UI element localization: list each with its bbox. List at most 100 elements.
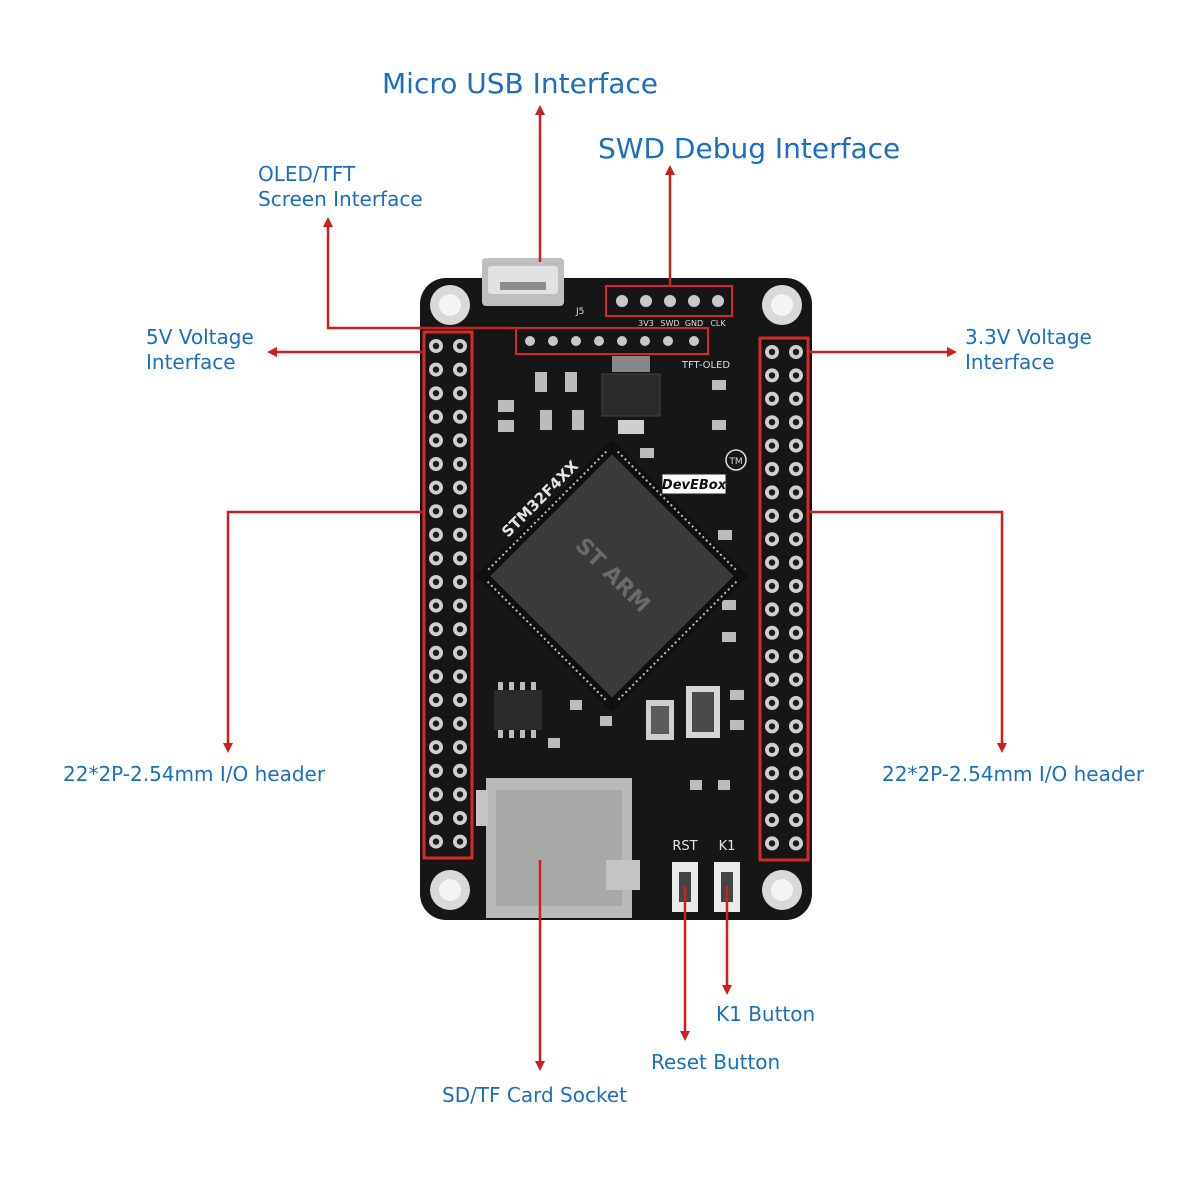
crystal-oscillators: [646, 686, 720, 740]
header-pin-hole: [456, 649, 464, 656]
header-pin-hole: [456, 720, 464, 727]
svg-text:CLK: CLK: [710, 319, 726, 328]
header-pin-hole: [456, 531, 464, 538]
arrow-io-left: [223, 510, 424, 753]
header-pin-hole: [792, 699, 800, 707]
header-pin-hole: [792, 816, 800, 824]
arrow-oled: [323, 217, 516, 330]
header-pin-hole: [768, 489, 776, 496]
header-pin-hole: [792, 840, 800, 847]
header-pin-hole: [456, 767, 464, 774]
right-io-pins: [765, 345, 803, 851]
header-pin-hole: [456, 460, 464, 468]
header-pin-hole: [768, 442, 776, 449]
header-pin-hole: [768, 348, 776, 356]
header-pin-hole: [768, 559, 776, 566]
header-pin-hole: [432, 508, 440, 515]
header-pin-hole: [768, 653, 776, 660]
header-pin-hole: [432, 626, 440, 633]
arrows: [223, 105, 1007, 1071]
usb-tag: J5: [575, 307, 584, 317]
header-pin-hole: [792, 629, 800, 636]
left-io-pins: [429, 339, 467, 849]
header-pin-hole: [792, 489, 800, 496]
header-pin-hole: [768, 465, 776, 473]
header-pin-hole: [768, 395, 776, 402]
header-pin-hole: [456, 484, 464, 491]
right-io-header-box: [758, 336, 810, 862]
label-oled: OLED/TFT Screen Interface: [258, 162, 423, 212]
header-pin-hole: [456, 555, 464, 562]
label-swd: SWD Debug Interface: [598, 132, 901, 165]
tm-label: TM: [728, 457, 742, 467]
label-oled-line2: Screen Interface: [258, 187, 423, 211]
label-3v3-line2: Interface: [965, 350, 1055, 374]
header-pin-hole: [432, 555, 440, 562]
header-pin-hole: [768, 372, 776, 379]
header-pin-hole: [768, 629, 776, 636]
header-pin-hole: [432, 838, 440, 845]
left-io-header-box: [422, 330, 474, 860]
label-io-right: 22*2P-2.54mm I/O header: [882, 762, 1145, 786]
header-pin-hole: [768, 582, 776, 590]
label-reset-button: Reset Button: [651, 1050, 781, 1074]
header-pin-hole: [456, 413, 464, 420]
header-pin-hole: [792, 723, 800, 730]
label-sd-socket: SD/TF Card Socket: [442, 1083, 627, 1107]
header-pin-hole: [432, 673, 440, 680]
header-pin-hole: [456, 696, 464, 704]
header-pin-hole: [432, 413, 440, 420]
header-pin-hole: [456, 437, 464, 444]
header-pin-hole: [456, 838, 464, 845]
header-pin-hole: [456, 602, 464, 609]
header-pin-hole: [792, 465, 800, 473]
header-pin-hole: [456, 390, 464, 397]
svg-text:3V3: 3V3: [638, 319, 654, 328]
micro-usb-connector: [482, 258, 564, 306]
header-pin-hole: [456, 342, 464, 350]
header-pin-hole: [432, 342, 440, 350]
header-pin-hole: [432, 649, 440, 656]
header-pin-hole: [456, 508, 464, 515]
oled-header-box: [515, 327, 709, 355]
label-3v3: 3.3V Voltage Interface: [965, 325, 1092, 375]
header-pin-hole: [456, 626, 464, 633]
header-pin-hole: [432, 814, 440, 822]
sd-card-socket: [476, 778, 640, 918]
header-pin-hole: [456, 814, 464, 822]
header-pin-hole: [792, 653, 800, 660]
header-pin-hole: [456, 673, 464, 680]
header-pin-hole: [768, 746, 776, 753]
flash-chip: [494, 682, 542, 738]
oled-pins: [525, 336, 699, 346]
k1-silk-label: K1: [719, 839, 736, 854]
header-pin-hole: [456, 366, 464, 373]
header-pin-hole: [432, 720, 440, 727]
header-pin-hole: [792, 419, 800, 426]
header-pin-hole: [768, 770, 776, 777]
label-io-left: 22*2P-2.54mm I/O header: [63, 762, 326, 786]
header-pin-hole: [432, 437, 440, 444]
header-pin-hole: [768, 699, 776, 707]
header-pin-hole: [768, 723, 776, 730]
header-pin-hole: [792, 372, 800, 379]
header-pin-hole: [792, 676, 800, 683]
header-pin-hole: [792, 512, 800, 519]
header-pin-hole: [792, 395, 800, 402]
header-pin-hole: [432, 484, 440, 491]
header-pin-hole: [432, 460, 440, 468]
header-pin-hole: [456, 744, 464, 751]
swd-pin-labels: 3V3 SWD GND CLK: [638, 319, 726, 328]
header-pin-hole: [768, 512, 776, 519]
header-pin-hole: [432, 366, 440, 373]
header-pin-hole: [792, 442, 800, 449]
header-pin-hole: [432, 602, 440, 609]
label-micro-usb: Micro USB Interface: [382, 67, 658, 100]
label-oled-line1: OLED/TFT: [258, 162, 356, 186]
header-pin-hole: [792, 348, 800, 356]
passive-components: [498, 372, 744, 790]
header-pin-hole: [792, 559, 800, 566]
label-5v: 5V Voltage Interface: [146, 325, 254, 375]
header-pin-hole: [792, 536, 800, 543]
label-3v3-line1: 3.3V Voltage: [965, 325, 1092, 349]
